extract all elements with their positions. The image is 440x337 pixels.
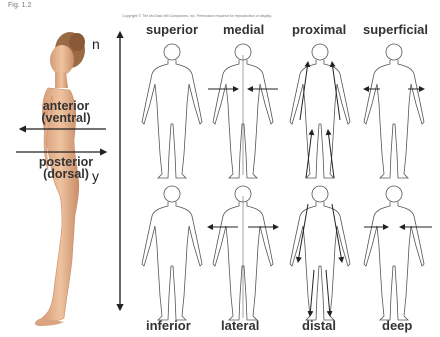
anterior-sub: (ventral) [24,112,108,124]
term-proximal: proximal [292,22,346,37]
term-distal: distal [302,318,336,333]
posterior-sub: (dorsal) [24,168,108,180]
figure-deep [364,186,424,320]
posterior-label: posterior (dorsal) [24,156,108,180]
term-superior: superior [146,22,198,37]
figure-superior [142,44,202,178]
distal-arrow-arm-left [298,204,308,262]
term-inferior: inferior [146,318,191,333]
figure-distal [290,186,350,320]
figure-superficial [364,44,424,178]
term-medial: medial [223,22,264,37]
distal-arrow-leg-right [326,270,330,316]
distal-arrow-leg-left [310,270,314,316]
term-deep: deep [382,318,412,333]
distal-arrow-arm-right [332,204,342,262]
figure-inferior [142,186,202,320]
head [50,45,74,75]
term-superficial: superficial [363,22,428,37]
figure-proximal [290,44,350,178]
anterior-label: anterior (ventral) [24,100,108,124]
term-lateral: lateral [221,318,259,333]
hair-bun [69,33,85,51]
neck [55,72,68,88]
